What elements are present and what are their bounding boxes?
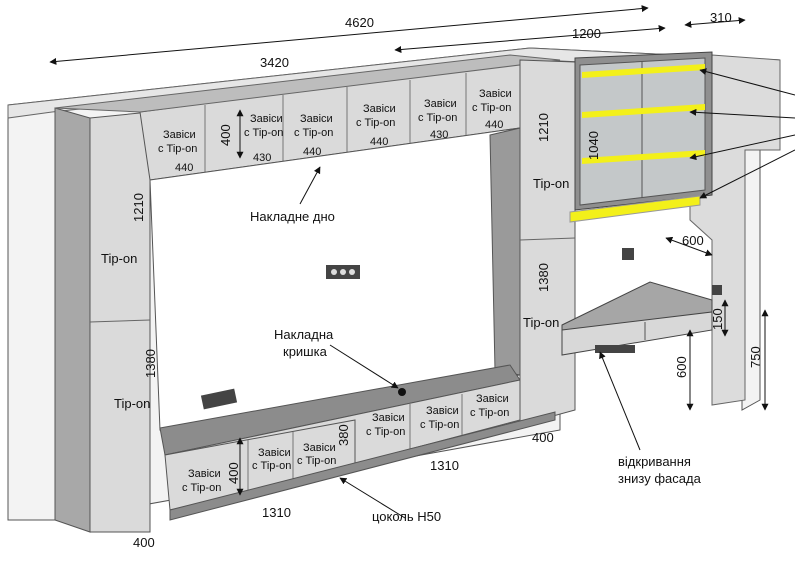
svg-text:Завіси: Завіси [303, 442, 336, 454]
dim-glass-height: 1040 [586, 131, 601, 160]
pointer-dot [398, 388, 406, 396]
dim-base-height: 400 [226, 462, 241, 484]
svg-text:Завіси: Завіси [258, 447, 291, 459]
dim-glass-width: 1200 [572, 26, 601, 41]
svg-text:с Tip-on: с Tip-on [472, 102, 511, 114]
tip-on-mid-upper: Tip-on [533, 176, 569, 191]
upper-module-1: Завіси с Tip-on 440 [158, 129, 197, 174]
svg-text:Завіси: Завіси [372, 412, 405, 424]
label-plinth: цоколь Н50 [372, 509, 441, 524]
dim-left-lower: 1380 [143, 349, 158, 378]
lower-module-2: Завіси с Tip-on [252, 447, 291, 472]
svg-text:440: 440 [370, 136, 388, 148]
label-open-below-2: знизу фасада [618, 471, 702, 486]
svg-text:440: 440 [175, 162, 193, 174]
socket-lower-niche [200, 388, 238, 410]
led-strip-1 [582, 64, 705, 78]
lower-module-3: Завіси с Tip-on [297, 442, 336, 467]
dim-mid-lower: 1380 [536, 263, 551, 292]
niche-side-shadow [489, 127, 521, 376]
svg-text:Завіси: Завіси [426, 405, 459, 417]
upper-module-2: Завіси с Tip-on 430 [244, 113, 283, 164]
led-strip-2 [582, 104, 705, 118]
svg-text:Завіси: Завіси [300, 113, 333, 125]
dim-base-right-width: 1310 [430, 458, 459, 473]
svg-text:Завіси: Завіси [424, 98, 457, 110]
svg-text:с Tip-on: с Tip-on [366, 426, 405, 438]
lower-module-4: Завіси с Tip-on [366, 412, 405, 438]
socket-wall [595, 248, 722, 353]
upper-module-3: Завіси с Tip-on 440 [294, 113, 333, 158]
dim-left-upper: 1210 [131, 193, 146, 222]
left-column-front [89, 111, 151, 533]
plinth [169, 411, 556, 521]
svg-text:с Tip-on: с Tip-on [418, 112, 457, 124]
svg-text:с Tip-on: с Tip-on [420, 419, 459, 431]
svg-text:Завіси: Завіси [476, 393, 509, 405]
svg-text:Завіси: Завіси [188, 468, 221, 480]
svg-text:Завіси: Завіси [479, 88, 512, 100]
dim-upper-height: 400 [218, 124, 233, 146]
svg-text:440: 440 [485, 119, 503, 131]
label-open-below-1: відкривання [618, 454, 691, 469]
svg-text:с Tip-on: с Tip-on [182, 482, 221, 494]
tip-on-left-upper: Tip-on [101, 251, 137, 266]
upper-module-6: Завіси с Tip-on 440 [472, 88, 512, 131]
upper-module-5: Завіси с Tip-on 430 [418, 98, 457, 141]
label-overlay-top-2: кришка [283, 344, 328, 359]
svg-text:Завіси: Завіси [363, 103, 396, 115]
svg-text:с Tip-on: с Tip-on [297, 455, 336, 467]
lower-module-6: Завіси с Tip-on [470, 393, 509, 419]
desk-front [561, 311, 713, 356]
svg-text:с Tip-on: с Tip-on [252, 460, 291, 472]
svg-text:с Tip-on: с Tip-on [356, 117, 395, 129]
dim-total-width: 4620 [345, 15, 374, 30]
svg-text:440: 440 [303, 146, 321, 158]
dim-mid-upper: 1210 [536, 113, 551, 142]
socket-niche [326, 265, 360, 279]
svg-text:с Tip-on: с Tip-on [470, 407, 509, 419]
svg-text:430: 430 [253, 152, 271, 164]
svg-text:Завіси: Завіси [163, 129, 196, 141]
svg-text:Завіси: Завіси [250, 113, 283, 125]
led-strip-bottom [569, 195, 701, 223]
svg-text:с Tip-on: с Tip-on [294, 127, 333, 139]
dim-upper-width: 3420 [260, 55, 289, 70]
led-strip-3 [582, 150, 705, 164]
dim-depth-top: 310 [710, 10, 732, 25]
dim-base-left-width: 1310 [262, 505, 291, 520]
label-overlay-top-1: Накладна [274, 327, 334, 342]
dim-desk-total: 750 [748, 346, 763, 368]
upper-module-4: Завіси с Tip-on 440 [356, 103, 396, 148]
dim-base-left-col: 400 [133, 535, 155, 550]
lower-module-5: Завіси с Tip-on [420, 405, 459, 431]
dim-base-right-col: 400 [532, 430, 554, 445]
tip-on-mid-lower: Tip-on [523, 315, 559, 330]
svg-text:430: 430 [430, 129, 448, 141]
dim-desk-depth: 600 [682, 233, 704, 248]
dim-desk-thickness: 150 [710, 308, 725, 330]
label-overlay-bottom: Накладне дно [250, 209, 335, 224]
svg-text:с Tip-on: с Tip-on [158, 143, 197, 155]
left-column [54, 107, 91, 533]
tip-on-left-lower: Tip-on [114, 396, 150, 411]
lower-module-1: Завіси с Tip-on [182, 468, 221, 494]
svg-text:с Tip-on: с Tip-on [244, 127, 283, 139]
dim-desk-leg: 600 [674, 356, 689, 378]
dim-base-height-right: 380 [336, 424, 351, 446]
